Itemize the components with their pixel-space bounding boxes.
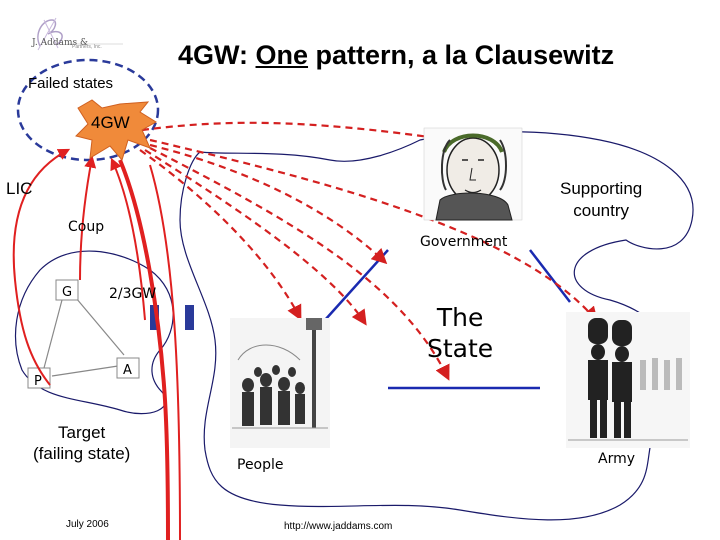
supporting-line-1: Supporting <box>560 179 643 198</box>
the-state-line-2: State <box>427 334 494 364</box>
g-to-a-line <box>75 297 125 356</box>
red-arc-2-3gw <box>110 157 146 321</box>
p-to-a-line <box>51 365 119 377</box>
army-label: Army <box>598 451 636 467</box>
gov-to-army-line <box>529 249 571 303</box>
title-emphasis: One <box>255 40 309 70</box>
coup-label: Coup <box>68 219 105 235</box>
title-prefix: 4GW: <box>178 40 256 70</box>
node-a-label: A <box>123 363 132 378</box>
node-p-label: P <box>34 374 42 389</box>
fourgw-label: 4GW <box>91 113 130 132</box>
footer-url[interactable]: http://www.jaddams.com <box>284 521 393 532</box>
blue-tab-right <box>185 305 194 330</box>
crowd-engraving-icon <box>230 318 330 448</box>
dashed-arrow-6 <box>149 138 598 323</box>
logo-subtext: Partners, Inc. <box>72 44 102 50</box>
company-logo-icon <box>37 17 123 51</box>
node-g-box <box>55 279 79 301</box>
slide-title: 4GW: One pattern, a la Clausewitz <box>178 42 614 69</box>
failed-states-label: Failed states <box>28 75 114 92</box>
blue-tab-left <box>150 305 159 330</box>
dashed-arrow-1 <box>141 121 454 146</box>
lic-label: LIC <box>6 179 33 198</box>
red-arc-target-thin <box>149 164 181 540</box>
twothree-gw-label: 2/3GW <box>109 286 157 302</box>
fourgw-star <box>75 99 157 162</box>
node-g-label: G <box>62 285 73 300</box>
government-label: Government <box>420 234 508 250</box>
the-state-line-1: The <box>436 303 484 332</box>
napoleon-portrait-icon <box>423 127 523 221</box>
red-arc-target-thick <box>118 159 170 540</box>
dashed-arrow-2 <box>149 143 388 265</box>
node-a-box <box>116 357 140 379</box>
dashed-arrow-4 <box>144 149 367 326</box>
logo-text: J. Addams & <box>32 38 89 48</box>
footer-date: July 2006 <box>66 519 109 530</box>
g-to-p-line <box>43 299 63 369</box>
red-arc-lic <box>12 148 71 386</box>
supporting-line-2: country <box>573 201 629 221</box>
the-state-label: The State <box>427 302 493 365</box>
dashed-arrow-3 <box>139 149 302 321</box>
soldiers-engraving-icon <box>566 312 690 448</box>
people-label: People <box>237 457 284 473</box>
target-line-2: (failing state) <box>33 444 131 464</box>
gov-to-people-line <box>324 249 389 321</box>
dashed-arrow-5 <box>149 147 450 381</box>
target-outline <box>14 250 174 415</box>
supporting-country-label: Supporting country <box>560 178 642 222</box>
target-line-1: Target <box>58 423 106 442</box>
target-label: Target (failing state) <box>33 422 130 465</box>
title-suffix: pattern, a la Clausewitz <box>308 40 615 70</box>
red-arc-coup <box>79 155 97 281</box>
